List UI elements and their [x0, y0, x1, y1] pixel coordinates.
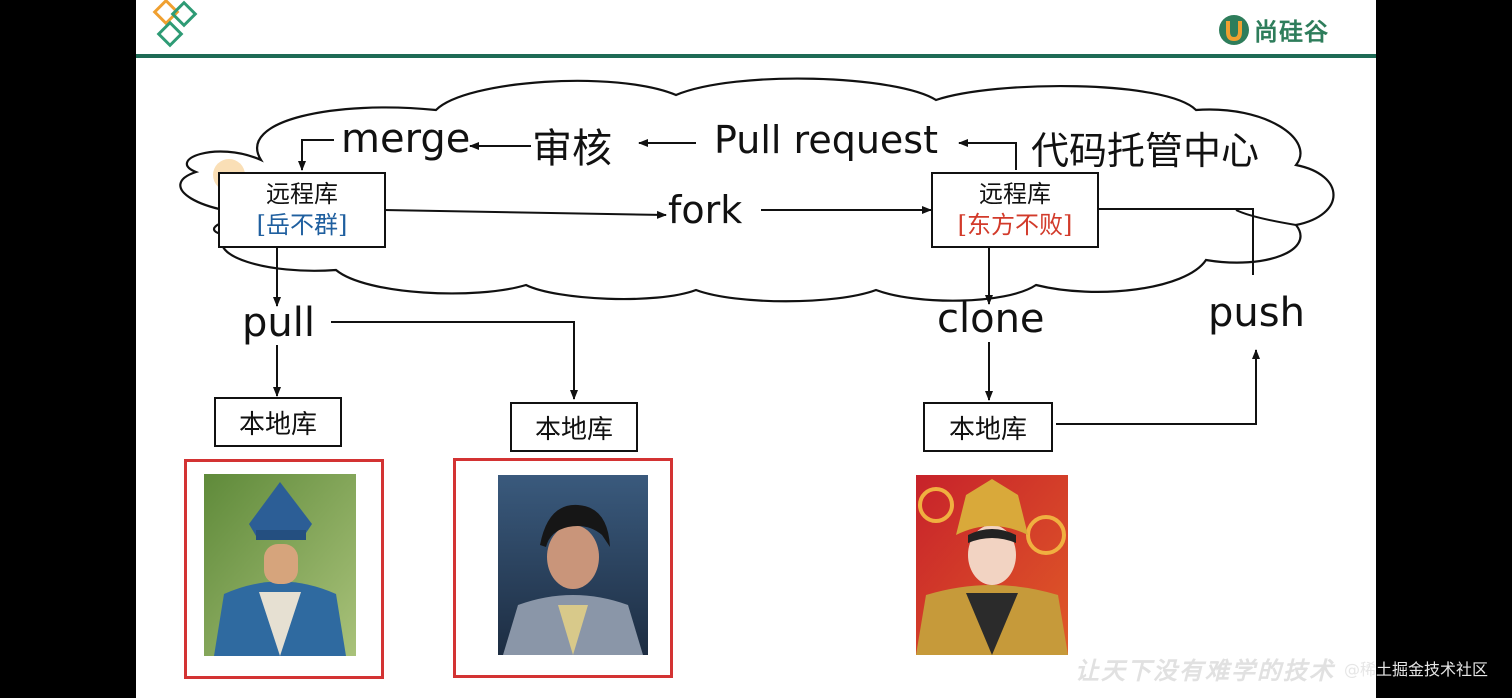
arrow-push-to-forkrepo — [1083, 205, 1254, 275]
arrow-origin-to-fork — [383, 209, 667, 219]
fork-remote-repo[interactable]: 远程库 [东方不败] — [931, 172, 1099, 248]
push-label: push — [1208, 290, 1305, 336]
local-repo-2[interactable]: 本地库 — [510, 402, 638, 452]
local-repo-3[interactable]: 本地库 — [923, 402, 1053, 452]
review-label: 审核 — [532, 126, 612, 172]
portrait-yue-buqun — [204, 474, 356, 656]
local-repo-1[interactable]: 本地库 — [214, 397, 342, 447]
arrow-merge-to-origin — [298, 139, 334, 171]
origin-repo-owner: [岳不群] — [256, 211, 348, 239]
clone-label: clone — [937, 296, 1045, 342]
slide: 尚硅谷 — [136, 0, 1376, 698]
fork-label: fork — [668, 188, 743, 232]
hosting-center-label: 代码托管中心 — [1031, 129, 1260, 173]
site-watermark: @稀土掘金技术社区 — [1343, 660, 1488, 679]
fork-repo-title: 远程库 — [979, 180, 1051, 208]
slogan-watermark: 让天下没有难学的技术 — [1075, 656, 1335, 685]
header-divider — [136, 54, 1376, 58]
portrait-linghu-chong — [498, 475, 648, 655]
header-diamond-logo — [152, 0, 198, 48]
brand-u-icon — [1219, 14, 1249, 45]
origin-remote-repo[interactable]: 远程库 [岳不群] — [218, 172, 386, 248]
pull-request-label: Pull request — [714, 118, 938, 162]
brand-name: 尚硅谷 — [1254, 18, 1329, 46]
origin-repo-title: 远程库 — [266, 180, 338, 208]
merge-label: merge — [341, 116, 471, 162]
portrait-dongfang-bubai — [916, 475, 1068, 655]
arrow-pull-to-local2 — [331, 321, 578, 400]
arrow-local3-to-push — [1056, 349, 1260, 425]
arrow-fork-to-pr — [958, 139, 1017, 170]
brand-logo: 尚硅谷 — [1218, 12, 1329, 47]
fork-repo-owner: [东方不败] — [957, 211, 1073, 239]
pull-label: pull — [242, 300, 315, 346]
